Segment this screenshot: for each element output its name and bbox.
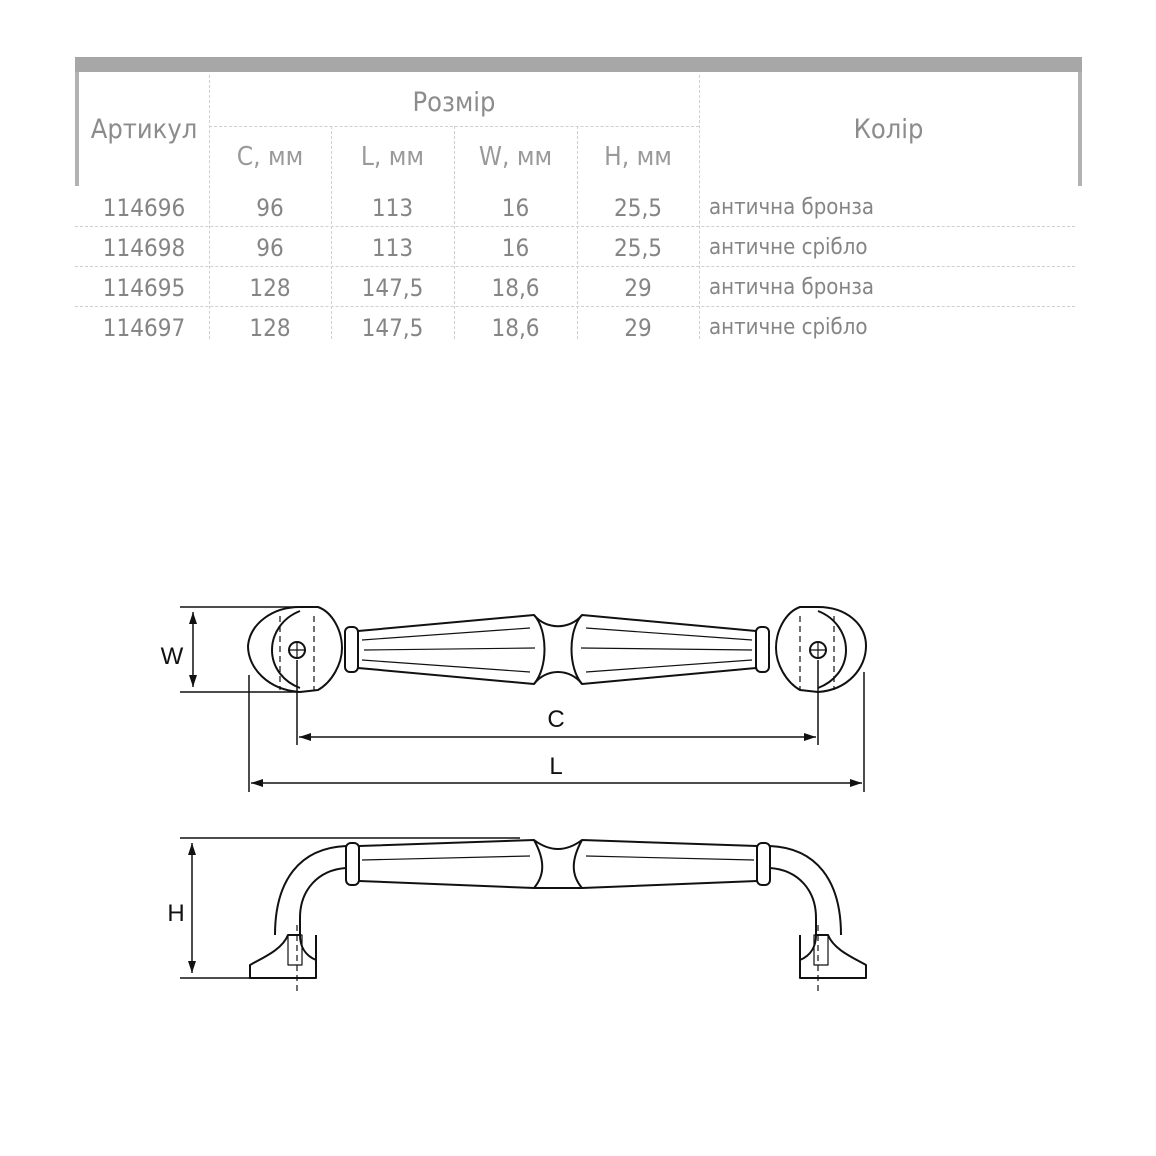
header-size: Розмір [412, 86, 496, 118]
grid-line [75, 306, 1075, 307]
label-h: H [167, 900, 184, 927]
cell-article: 114696 [102, 193, 186, 222]
header-c: C, мм [236, 142, 304, 172]
header-color: Колір [853, 113, 924, 145]
cell-l: 147,5 [361, 273, 424, 302]
cell-color: антична бронза [709, 275, 874, 300]
table-header [75, 72, 1082, 186]
grid-line [75, 266, 1075, 267]
label-c: C [547, 706, 564, 733]
cell-l: 113 [371, 193, 414, 222]
cell-w: 16 [501, 233, 530, 262]
header-h: H, мм [604, 142, 672, 172]
handle-side-view [249, 839, 867, 995]
cell-c: 128 [249, 273, 291, 302]
grid-line [209, 126, 699, 127]
cell-article: 114697 [102, 313, 186, 342]
cell-w: 18,6 [491, 273, 540, 302]
grid-line [331, 126, 332, 339]
label-w: W [161, 643, 184, 670]
cell-h: 25,5 [613, 193, 663, 222]
label-l: L [549, 753, 562, 780]
cell-l: 113 [371, 233, 414, 262]
grid-line [699, 75, 700, 339]
grid-line [454, 126, 455, 339]
header-article: Артикул [90, 113, 198, 145]
cell-c: 96 [256, 193, 284, 222]
table-top-bar [75, 57, 1082, 72]
cell-c: 128 [249, 313, 291, 342]
cell-h: 25,5 [613, 233, 663, 262]
dimension-lines [180, 606, 865, 979]
cell-color: античне срібло [709, 315, 868, 340]
handle-top-view [247, 606, 867, 693]
header-l: L, мм [360, 142, 425, 172]
cell-color: антична бронза [709, 195, 874, 220]
cell-l: 147,5 [361, 313, 424, 342]
cell-w: 18,6 [491, 313, 540, 342]
grid-line [75, 226, 1075, 227]
cell-color: античне срібло [709, 235, 868, 260]
header-w: W, мм [478, 142, 553, 172]
cell-h: 29 [624, 313, 652, 342]
cell-c: 96 [256, 233, 284, 262]
grid-line [577, 126, 578, 339]
grid-line [209, 75, 210, 339]
cell-h: 29 [624, 273, 652, 302]
cell-w: 16 [501, 193, 530, 222]
cell-article: 114695 [102, 273, 186, 302]
cell-article: 114698 [102, 233, 186, 262]
